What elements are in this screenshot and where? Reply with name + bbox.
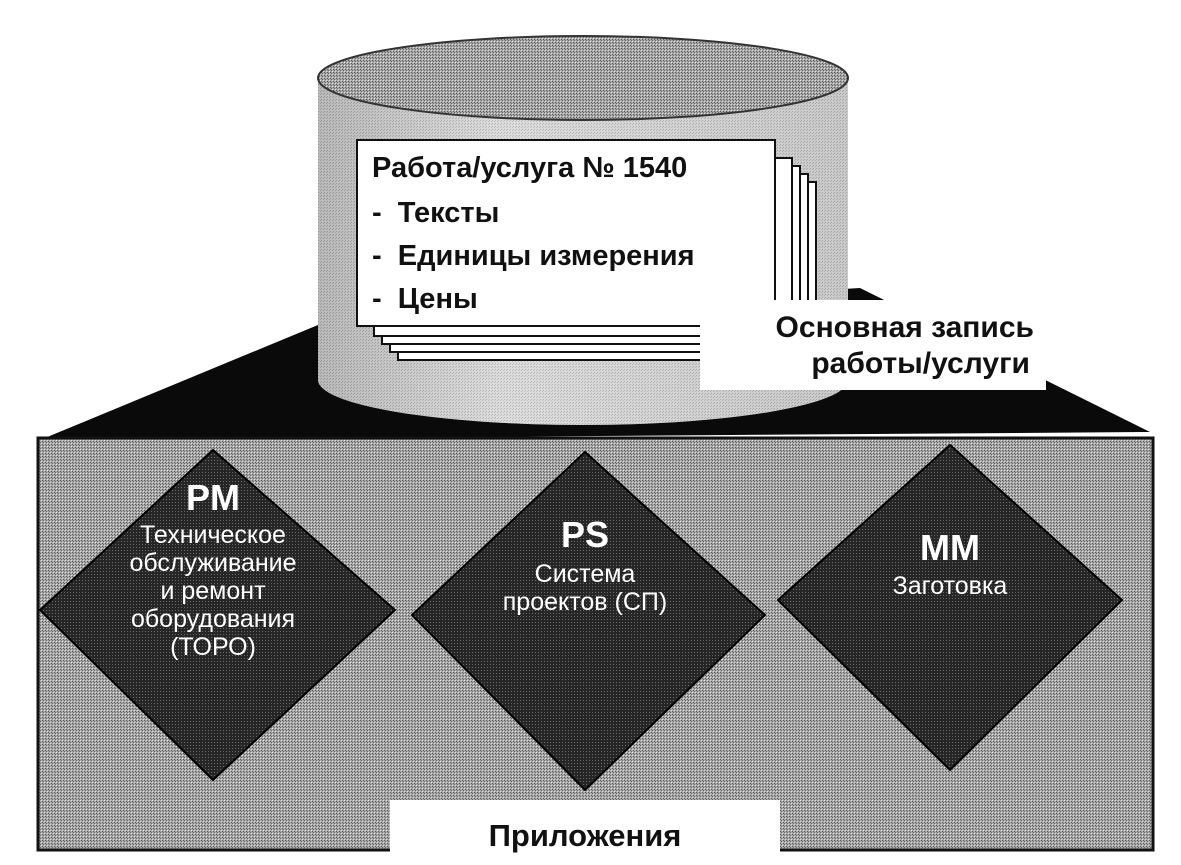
application-desc-line: проектов (СП) — [503, 588, 667, 616]
record-card-item: - Единицы измерения — [372, 240, 695, 272]
application-code: PS — [561, 514, 609, 555]
application-ps: PS Система проектов (СП) — [410, 450, 767, 792]
application-desc-line: Система — [535, 560, 636, 588]
record-label-box — [700, 300, 1046, 390]
record-card-item: - Тексты — [372, 197, 499, 229]
footer-label-box — [390, 800, 780, 865]
application-desc-line: обслуживание — [129, 549, 296, 577]
record-card — [356, 139, 776, 327]
application-mm: MM Заготовка — [776, 443, 1124, 772]
application-desc-line: оборудования — [131, 605, 295, 633]
cylinder-top — [317, 35, 849, 121]
application-desc-line: и ремонт — [160, 577, 266, 605]
application-pm: PM Техническое обслуживание и ремонт обо… — [38, 448, 397, 782]
application-desc-line: Заготовка — [893, 572, 1008, 600]
record-pages-stack — [356, 139, 817, 361]
application-desc-line: (ТОРО) — [170, 633, 256, 661]
record-card-item: - Цены — [372, 283, 478, 315]
application-desc-line: Техническое — [140, 521, 286, 549]
record-label-line1: Основная запись — [776, 311, 1034, 344]
application-code: PM — [186, 477, 240, 518]
record-label-line2: работы/услуги — [811, 347, 1030, 380]
footer-label: Приложения — [489, 818, 682, 853]
application-code: MM — [920, 527, 980, 568]
record-card-title: Работа/услуга № 1540 — [372, 152, 687, 184]
